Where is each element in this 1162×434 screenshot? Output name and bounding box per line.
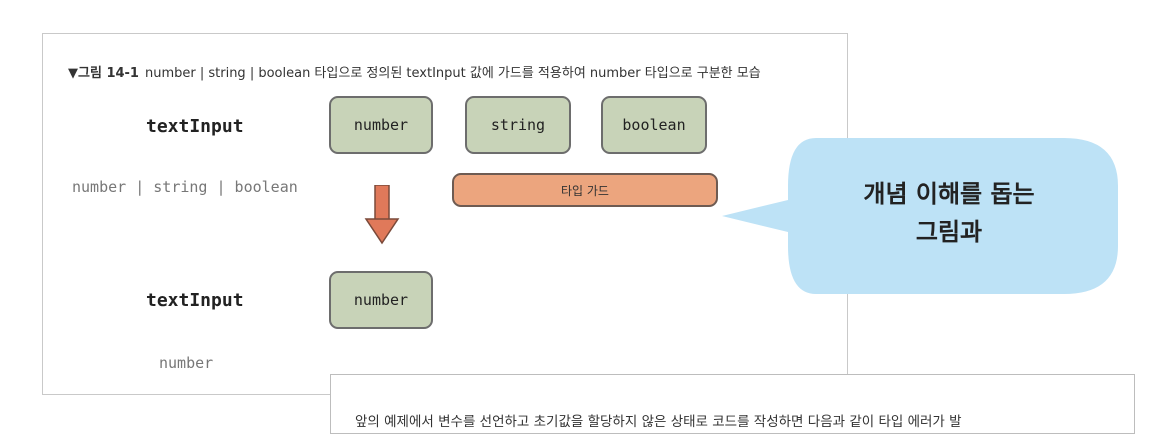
type-box-number: number: [329, 96, 433, 154]
body-text-box: 앞의 예제에서 변수를 선언하고 초기값을 할당하지 않은 상태로 코드를 작성…: [330, 374, 1135, 434]
bottom-textinput-label: textInput: [146, 290, 244, 311]
type-box-boolean: boolean: [601, 96, 707, 154]
callout-bubble: [722, 138, 1118, 294]
figure-frame: [42, 33, 848, 395]
type-guard-bar: 타입 가드: [452, 173, 718, 207]
bottom-textinput-type: number: [159, 354, 214, 372]
type-box-string: string: [465, 96, 571, 154]
body-text: 앞의 예제에서 변수를 선언하고 초기값을 할당하지 않은 상태로 코드를 작성…: [355, 414, 962, 430]
top-textinput-type: number | string | boolean: [72, 178, 298, 196]
figure-caption-text: number | string | boolean 타입으로 정의된 textI…: [144, 66, 761, 81]
callout-text: 개념 이해를 돕는 그림과: [786, 175, 1112, 251]
down-arrow-icon: [364, 185, 400, 245]
result-box-number: number: [329, 271, 433, 329]
figure-number: ▼그림 14-1: [68, 66, 139, 81]
callout-line-2: 그림과: [915, 218, 983, 246]
top-textinput-label: textInput: [146, 116, 244, 137]
figure-caption: ▼그림 14-1 number | string | boolean 타입으로 정…: [68, 62, 761, 81]
callout-line-1: 개념 이해를 돕는: [863, 180, 1035, 208]
